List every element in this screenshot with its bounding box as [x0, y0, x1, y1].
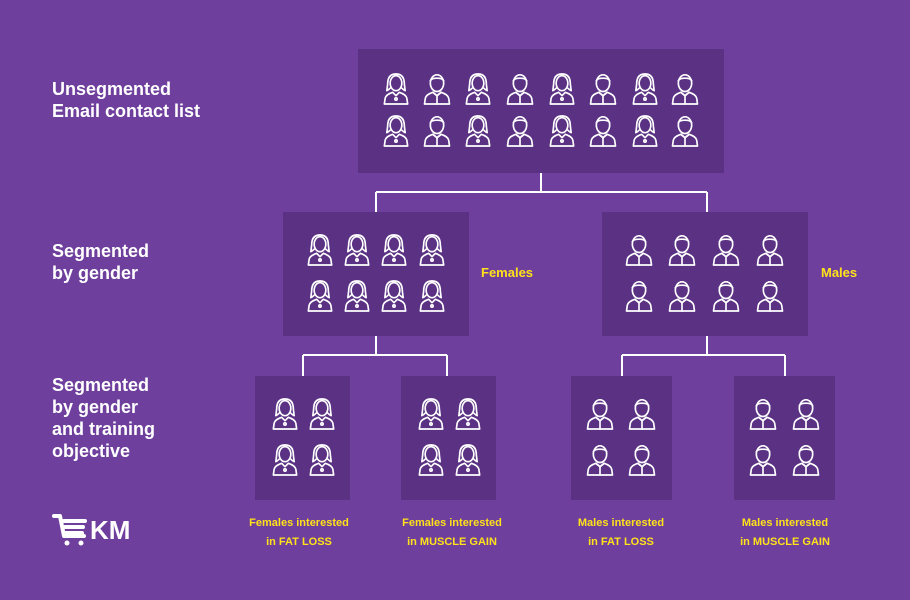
female-person-icon — [455, 444, 481, 476]
label-females: Females — [481, 265, 534, 280]
female-person-icon — [272, 444, 298, 476]
female-person-icon — [632, 73, 658, 105]
female-person-icon — [309, 444, 335, 476]
female-person-icon — [465, 115, 491, 147]
female-person-icon — [549, 115, 575, 147]
shopping-cart-icon — [52, 514, 87, 546]
male-person-icon — [586, 398, 614, 430]
female-person-icon — [307, 234, 333, 266]
ekm-logo: KM — [52, 512, 144, 553]
male-person-icon — [671, 115, 699, 147]
female-person-icon — [549, 73, 575, 105]
male-person-icon — [749, 398, 777, 430]
female-person-icon — [307, 280, 333, 312]
box-males-fat-loss — [571, 376, 672, 500]
female-person-icon — [344, 280, 370, 312]
female-person-icon — [309, 398, 335, 430]
male-person-icon — [668, 234, 696, 266]
person-icons — [272, 73, 820, 476]
male-person-icon — [506, 73, 534, 105]
female-person-icon — [418, 398, 444, 430]
male-person-icon — [792, 398, 820, 430]
box-females — [283, 212, 469, 336]
label-males-muscle-gain: Males interested in MUSCLE GAIN — [740, 517, 830, 548]
female-person-icon — [383, 115, 409, 147]
male-person-icon — [628, 444, 656, 476]
box-males — [602, 212, 808, 336]
male-person-icon — [589, 73, 617, 105]
logo-text: KM — [90, 515, 130, 545]
female-person-icon — [419, 280, 445, 312]
tree-connectors — [302, 173, 786, 376]
label-segmented-by-gender-objective: Segmented by gender and training objecti… — [52, 375, 155, 461]
box-males-muscle-gain — [734, 376, 835, 500]
box-females-fat-loss — [255, 376, 350, 500]
female-person-icon — [465, 73, 491, 105]
male-person-icon — [712, 280, 740, 312]
male-person-icon — [749, 444, 777, 476]
female-person-icon — [455, 398, 481, 430]
male-person-icon — [792, 444, 820, 476]
female-person-icon — [381, 280, 407, 312]
female-person-icon — [381, 234, 407, 266]
label-males: Males — [821, 265, 858, 280]
male-person-icon — [625, 280, 653, 312]
female-person-icon — [344, 234, 370, 266]
female-person-icon — [632, 115, 658, 147]
box-unsegmented-list — [358, 49, 724, 173]
female-person-icon — [272, 398, 298, 430]
male-person-icon — [668, 280, 696, 312]
male-person-icon — [589, 115, 617, 147]
female-person-icon — [419, 234, 445, 266]
male-person-icon — [506, 115, 534, 147]
label-females-muscle-gain: Females interested in MUSCLE GAIN — [402, 517, 502, 548]
male-person-icon — [628, 398, 656, 430]
male-person-icon — [423, 73, 451, 105]
male-person-icon — [756, 280, 784, 312]
label-males-fat-loss: Males interested in FAT LOSS — [577, 517, 665, 548]
male-person-icon — [756, 234, 784, 266]
male-person-icon — [712, 234, 740, 266]
female-person-icon — [418, 444, 444, 476]
label-segmented-by-gender: Segmented by gender — [52, 241, 150, 283]
label-females-fat-loss: Females interested in FAT LOSS — [249, 517, 349, 548]
male-person-icon — [423, 115, 451, 147]
male-person-icon — [625, 234, 653, 266]
label-unsegmented: Unsegmented Email contact list — [52, 79, 201, 121]
box-females-muscle-gain — [401, 376, 496, 500]
male-person-icon — [586, 444, 614, 476]
male-person-icon — [671, 73, 699, 105]
female-person-icon — [383, 73, 409, 105]
